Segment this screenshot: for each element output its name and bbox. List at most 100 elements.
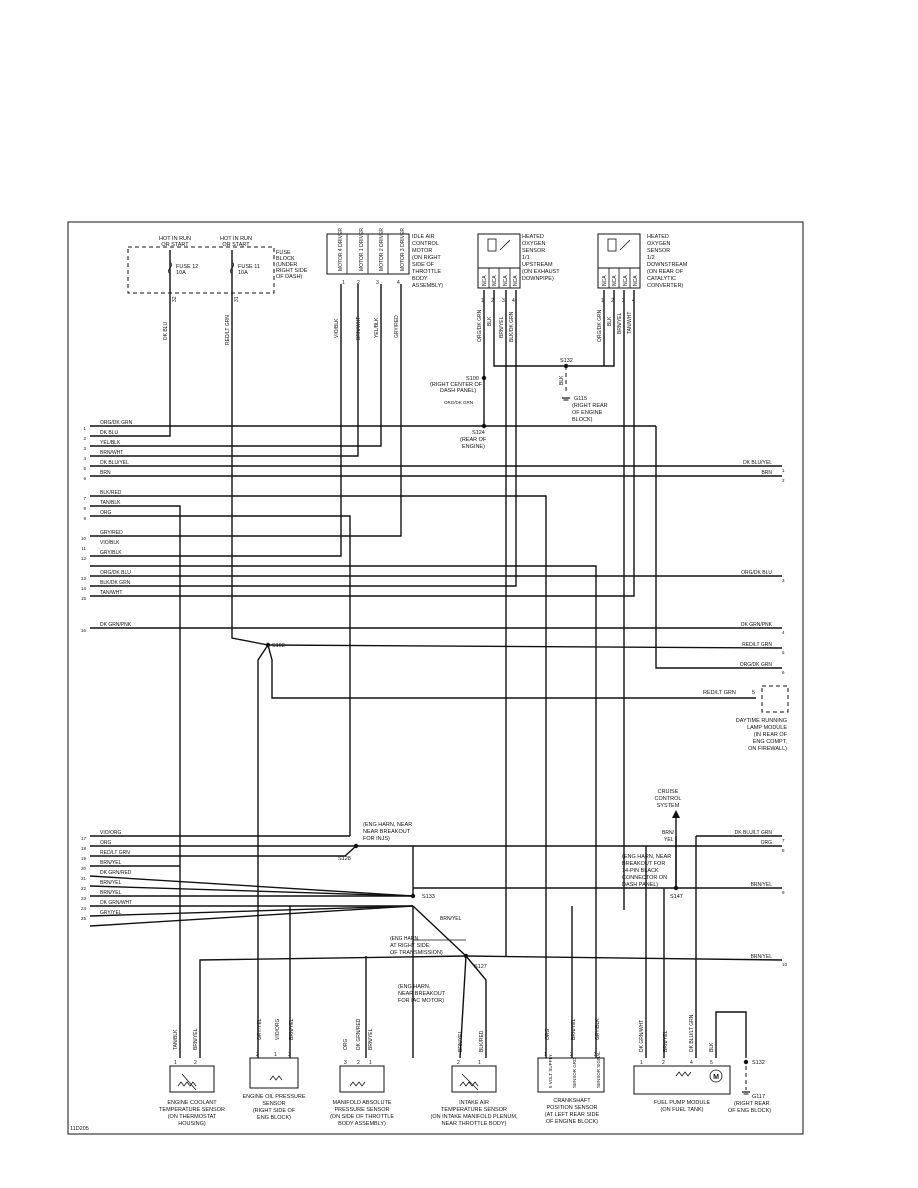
svg-text:BRN/YEL: BRN/YEL: [617, 312, 623, 334]
o2-sensor-upstream: NCA NCA NCA NCA HEATED OXYGEN SENSOR 1/1…: [477, 233, 560, 304]
svg-text:S127: S127: [474, 964, 487, 970]
svg-text:NCA: NCA: [482, 275, 488, 286]
svg-text:ENG COMPT,: ENG COMPT,: [753, 739, 788, 745]
svg-text:DK BLU: DK BLU: [163, 322, 169, 340]
svg-text:SIDE OF: SIDE OF: [412, 262, 435, 268]
svg-text:ORG: ORG: [343, 1039, 349, 1051]
svg-text:FOR IAC MOTOR): FOR IAC MOTOR): [398, 998, 444, 1004]
left-connector-pin: 6: [83, 476, 86, 481]
svg-text:1: 1: [481, 298, 484, 304]
svg-text:10A: 10A: [176, 270, 186, 276]
svg-text:ON FIREWALL): ON FIREWALL): [748, 746, 787, 752]
svg-text:2: 2: [611, 298, 614, 304]
left-connector-wire-label: BRN/YEL: [100, 890, 122, 896]
svg-text:NEAR BREAKOUT: NEAR BREAKOUT: [363, 829, 411, 835]
svg-text:1/1: 1/1: [522, 255, 530, 261]
svg-text:RED/LT GRN: RED/LT GRN: [703, 690, 736, 696]
fuel-pump-motor-icon: [709, 1069, 723, 1083]
svg-text:ENG BLOCK): ENG BLOCK): [257, 1115, 291, 1121]
svg-text:BRN/YEL: BRN/YEL: [458, 1030, 464, 1052]
svg-text:2: 2: [256, 1052, 259, 1058]
svg-text:G117: G117: [752, 1094, 765, 1100]
svg-text:S102: S102: [272, 643, 285, 649]
svg-text:S128: S128: [338, 856, 351, 862]
svg-text:(RIGHT CENTER OF: (RIGHT CENTER OF: [430, 382, 483, 388]
right-connector-pin: 9: [782, 890, 785, 895]
svg-text:(UNDER: (UNDER: [276, 262, 297, 268]
fuel-pump-module: DK GRN/WHT BRN/YEL DK BLU/LT GRN BLK 1 2…: [633, 1014, 731, 1113]
svg-text:(ENG HARN,: (ENG HARN,: [398, 984, 431, 990]
svg-text:BLK: BLK: [709, 1042, 715, 1052]
o2-sensor-downstream: NCA NCA NCA NCA HEATED OXYGEN SENSOR 1/2…: [597, 233, 688, 304]
svg-text:GRY/YEL: GRY/YEL: [257, 1018, 263, 1040]
svg-text:MOTOR 3 DRIVER: MOTOR 3 DRIVER: [400, 228, 406, 271]
svg-text:S132: S132: [752, 1060, 765, 1066]
fuse-12-icon: [168, 261, 172, 275]
svg-text:4: 4: [690, 1060, 693, 1066]
svg-text:SENSOR: SENSOR: [262, 1101, 285, 1107]
left-connector-wire-label: BRN/WHT: [100, 450, 123, 456]
crankshaft-position-sensor: ORG BRN/YEL GRY/BLK 1 2 3 5 VOLT SUPPLY …: [537, 1018, 605, 1125]
svg-text:(ON RIGHT: (ON RIGHT: [412, 255, 441, 261]
svg-text:(REAR OF: (REAR OF: [460, 437, 487, 443]
svg-text:(IN REAR OF: (IN REAR OF: [754, 732, 788, 738]
svg-text:SENSOR: SENSOR: [647, 248, 670, 254]
svg-text:TEMPERATURE SENSOR: TEMPERATURE SENSOR: [441, 1107, 507, 1113]
svg-text:OF ENG BLOCK): OF ENG BLOCK): [728, 1108, 771, 1114]
svg-text:OF DASH): OF DASH): [276, 274, 302, 280]
svg-text:(ENG HARN,: (ENG HARN,: [390, 936, 419, 942]
left-connector-pin: 11: [81, 546, 86, 551]
potentiometer-icon: [349, 1081, 366, 1087]
right-connector-pin: 1: [782, 468, 785, 473]
left-connector-pin: 22: [81, 886, 87, 891]
svg-text:S132: S132: [560, 358, 573, 364]
svg-text:32: 32: [172, 296, 178, 302]
diagram-frame: [67, 221, 804, 1135]
svg-text:5: 5: [710, 1060, 713, 1066]
left-connector-pin: 13: [81, 576, 87, 581]
svg-text:TAN/WHT: TAN/WHT: [627, 312, 633, 334]
svg-text:S147: S147: [670, 894, 683, 900]
svg-text:THROTTLE: THROTTLE: [412, 269, 441, 275]
svg-text:1: 1: [274, 1052, 277, 1058]
svg-text:OF ENGINE BLOCK): OF ENGINE BLOCK): [546, 1119, 598, 1125]
svg-text:FUSE: FUSE: [276, 250, 291, 256]
left-connector-wire-label: ORG: [100, 510, 112, 516]
svg-text:CONVERTER): CONVERTER): [647, 283, 683, 289]
svg-text:2: 2: [194, 1060, 197, 1066]
svg-text:CRUISE: CRUISE: [658, 789, 679, 795]
left-connector-wire-label: TAN/BLK: [100, 500, 121, 506]
svg-text:OXYGEN: OXYGEN: [522, 241, 546, 247]
left-connector-pin: 5: [83, 466, 86, 471]
svg-text:DAYTIME RUNNING: DAYTIME RUNNING: [736, 718, 787, 724]
svg-text:MOTOR 2 DRIVER: MOTOR 2 DRIVER: [379, 228, 385, 271]
svg-text:1: 1: [369, 1060, 372, 1066]
left-connector-wire-label: GRY/RED: [100, 530, 123, 536]
right-connector-wire-label: BRN/YEL: [751, 954, 773, 960]
svg-text:2: 2: [491, 298, 494, 304]
svg-text:(ON THERMOSTAT: (ON THERMOSTAT: [168, 1114, 217, 1120]
right-connector-wire-label: BRN: [761, 470, 772, 476]
svg-text:SENSOR: SENSOR: [522, 248, 545, 254]
svg-text:DK GRN/WHT: DK GRN/WHT: [639, 1020, 645, 1052]
left-connector-wire-label: VIO/BLK: [100, 540, 120, 546]
right-connector-wire-label: RED/LT GRN: [742, 642, 772, 648]
svg-text:(ON INTAKE MANIFOLD PLENUM,: (ON INTAKE MANIFOLD PLENUM,: [431, 1114, 518, 1120]
svg-text:MOTOR 1 DRIVER: MOTOR 1 DRIVER: [359, 228, 365, 271]
svg-text:YEL/BLK: YEL/BLK: [374, 317, 380, 338]
left-connector-wire-label: BLK/DK GRN: [100, 580, 131, 586]
svg-text:CRANKSHAFT: CRANKSHAFT: [553, 1098, 591, 1104]
svg-text:DOWNSTREAM: DOWNSTREAM: [647, 262, 688, 268]
svg-text:FUEL PUMP MODULE: FUEL PUMP MODULE: [654, 1100, 711, 1106]
right-connector-pin: 10: [782, 962, 788, 967]
svg-text:2: 2: [662, 1060, 665, 1066]
left-connector-pin: 24: [81, 906, 87, 911]
svg-text:MOTOR 4 DRIVER: MOTOR 4 DRIVER: [338, 228, 344, 271]
right-connector-wire-label: DK BLU/LT GRN: [735, 830, 773, 836]
svg-text:RIGHT SIDE: RIGHT SIDE: [276, 268, 308, 274]
svg-text:VIO/ORG: VIO/ORG: [275, 1018, 281, 1040]
svg-text:1/2: 1/2: [647, 255, 655, 261]
svg-text:BODY: BODY: [412, 276, 428, 282]
svg-text:BRN/YEL: BRN/YEL: [440, 916, 462, 922]
